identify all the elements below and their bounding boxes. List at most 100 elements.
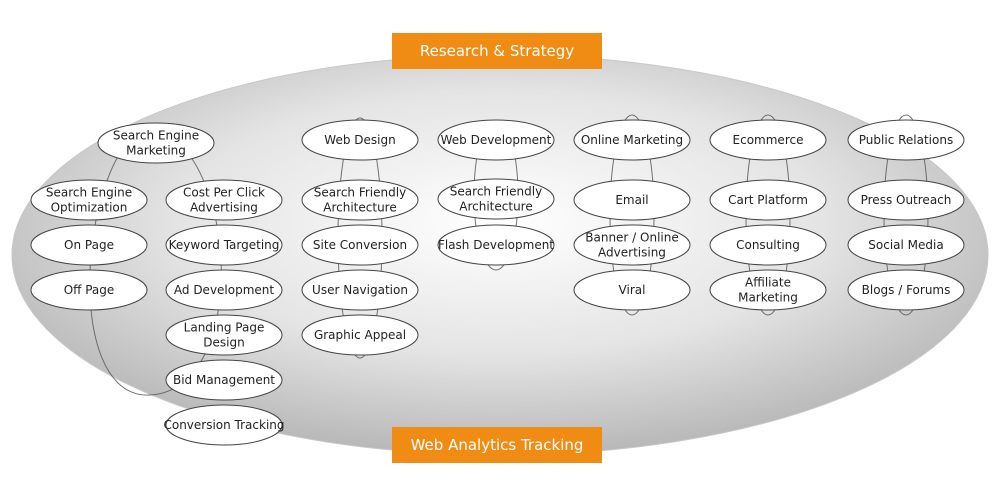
node-public-relations-shape	[847, 119, 965, 161]
node-viral-label: Viral	[619, 283, 646, 297]
node-off-page: Off Page	[30, 269, 148, 311]
node-cost-per-click-advertising-shape	[165, 179, 283, 221]
node-press-outreach-shape	[847, 179, 965, 221]
node-social-media-label: Social Media	[868, 238, 943, 252]
node-web-development: Web Development	[437, 119, 555, 161]
node-search-engine-marketing-shape	[97, 122, 215, 164]
node-user-navigation-label: User Navigation	[312, 283, 408, 297]
node-web-development-label: Web Development	[441, 133, 552, 147]
node-search-engine-optimization-shape	[30, 179, 148, 221]
node-on-page: On Page	[30, 224, 148, 266]
node-public-relations: Public Relations	[847, 119, 965, 161]
node-search-engine-optimization-label: Search Engine	[46, 186, 132, 200]
node-user-navigation-shape	[301, 269, 419, 311]
node-bid-management-label: Bid Management	[173, 373, 275, 387]
node-cost-per-click-advertising-label: Cost Per Click	[183, 186, 265, 200]
node-email-label: Email	[615, 193, 648, 207]
node-blogs-forums-shape	[847, 269, 965, 311]
node-flash-development-shape	[437, 224, 555, 266]
web-analytics-tracking-label: Web Analytics Tracking	[410, 436, 584, 454]
node-ecommerce-shape	[709, 119, 827, 161]
node-cost-per-click-advertising-label: Advertising	[190, 201, 258, 215]
node-viral: Viral	[573, 269, 691, 311]
node-site-conversion-shape	[301, 224, 419, 266]
node-web-design-shape	[301, 119, 419, 161]
node-landing-page-design-label: Landing Page	[184, 321, 265, 335]
node-press-outreach: Press Outreach	[847, 179, 965, 221]
node-search-friendly-architecture-2-shape	[437, 178, 555, 220]
node-keyword-targeting: Keyword Targeting	[165, 224, 283, 266]
node-landing-page-design-shape	[165, 314, 283, 356]
node-on-page-label: On Page	[64, 238, 114, 252]
node-graphic-appeal-shape	[301, 314, 419, 356]
node-consulting-shape	[709, 224, 827, 266]
node-consulting: Consulting	[709, 224, 827, 266]
node-banner-online-advertising-shape	[573, 224, 691, 266]
node-press-outreach-label: Press Outreach	[861, 193, 952, 207]
node-online-marketing-label: Online Marketing	[581, 133, 683, 147]
node-web-design-label: Web Design	[324, 133, 395, 147]
node-online-marketing-shape	[573, 119, 691, 161]
node-conversion-tracking-label: Conversion Tracking	[163, 418, 284, 432]
node-flash-development-label: Flash Development	[438, 238, 554, 252]
node-conversion-tracking: Conversion Tracking	[163, 404, 285, 446]
node-site-conversion-label: Site Conversion	[313, 238, 407, 252]
node-consulting-label: Consulting	[736, 238, 800, 252]
node-public-relations-label: Public Relations	[859, 133, 953, 147]
web-analytics-tracking-banner: Web Analytics Tracking	[392, 427, 602, 463]
node-cart-platform-label: Cart Platform	[728, 193, 808, 207]
node-banner-online-advertising-label: Advertising	[598, 246, 666, 260]
node-affiliate-marketing-label: Affiliate	[745, 276, 791, 290]
node-off-page-label: Off Page	[64, 283, 115, 297]
research-strategy-label: Research & Strategy	[419, 42, 575, 60]
node-affiliate-marketing-shape	[709, 269, 827, 311]
node-search-friendly-architecture-2-label: Search Friendly	[450, 185, 542, 199]
node-on-page-shape	[30, 224, 148, 266]
node-online-marketing: Online Marketing	[573, 119, 691, 161]
node-cart-platform: Cart Platform	[709, 179, 827, 221]
node-graphic-appeal: Graphic Appeal	[301, 314, 419, 356]
node-banner-online-advertising-label: Banner / Online	[585, 231, 679, 245]
node-keyword-targeting-shape	[165, 224, 283, 266]
node-blogs-forums-label: Blogs / Forums	[862, 283, 951, 297]
node-search-friendly-architecture-1-label: Architecture	[323, 201, 396, 215]
node-social-media: Social Media	[847, 224, 965, 266]
research-strategy-banner: Research & Strategy	[392, 33, 602, 69]
node-conversion-tracking-shape	[165, 404, 283, 446]
node-ecommerce: Ecommerce	[709, 119, 827, 161]
node-ad-development-label: Ad Development	[174, 283, 275, 297]
node-bid-management-shape	[165, 359, 283, 401]
node-social-media-shape	[847, 224, 965, 266]
node-email-shape	[573, 179, 691, 221]
node-cart-platform-shape	[709, 179, 827, 221]
node-ad-development: Ad Development	[165, 269, 283, 311]
node-blogs-forums: Blogs / Forums	[847, 269, 965, 311]
node-search-engine-marketing-label: Marketing	[126, 144, 186, 158]
node-viral-shape	[573, 269, 691, 311]
node-keyword-targeting-label: Keyword Targeting	[169, 238, 280, 252]
node-search-friendly-architecture-2-label: Architecture	[459, 200, 532, 214]
node-affiliate-marketing-label: Marketing	[738, 291, 798, 305]
node-flash-development: Flash Development	[437, 224, 555, 266]
node-email: Email	[573, 179, 691, 221]
node-web-development-shape	[437, 119, 555, 161]
node-search-friendly-architecture-1-shape	[301, 179, 419, 221]
node-user-navigation: User Navigation	[301, 269, 419, 311]
node-bid-management: Bid Management	[165, 359, 283, 401]
node-graphic-appeal-label: Graphic Appeal	[314, 328, 406, 342]
node-ecommerce-label: Ecommerce	[733, 133, 804, 147]
node-search-engine-marketing-label: Search Engine	[113, 129, 199, 143]
node-landing-page-design-label: Design	[203, 336, 244, 350]
node-off-page-shape	[30, 269, 148, 311]
node-web-design: Web Design	[301, 119, 419, 161]
